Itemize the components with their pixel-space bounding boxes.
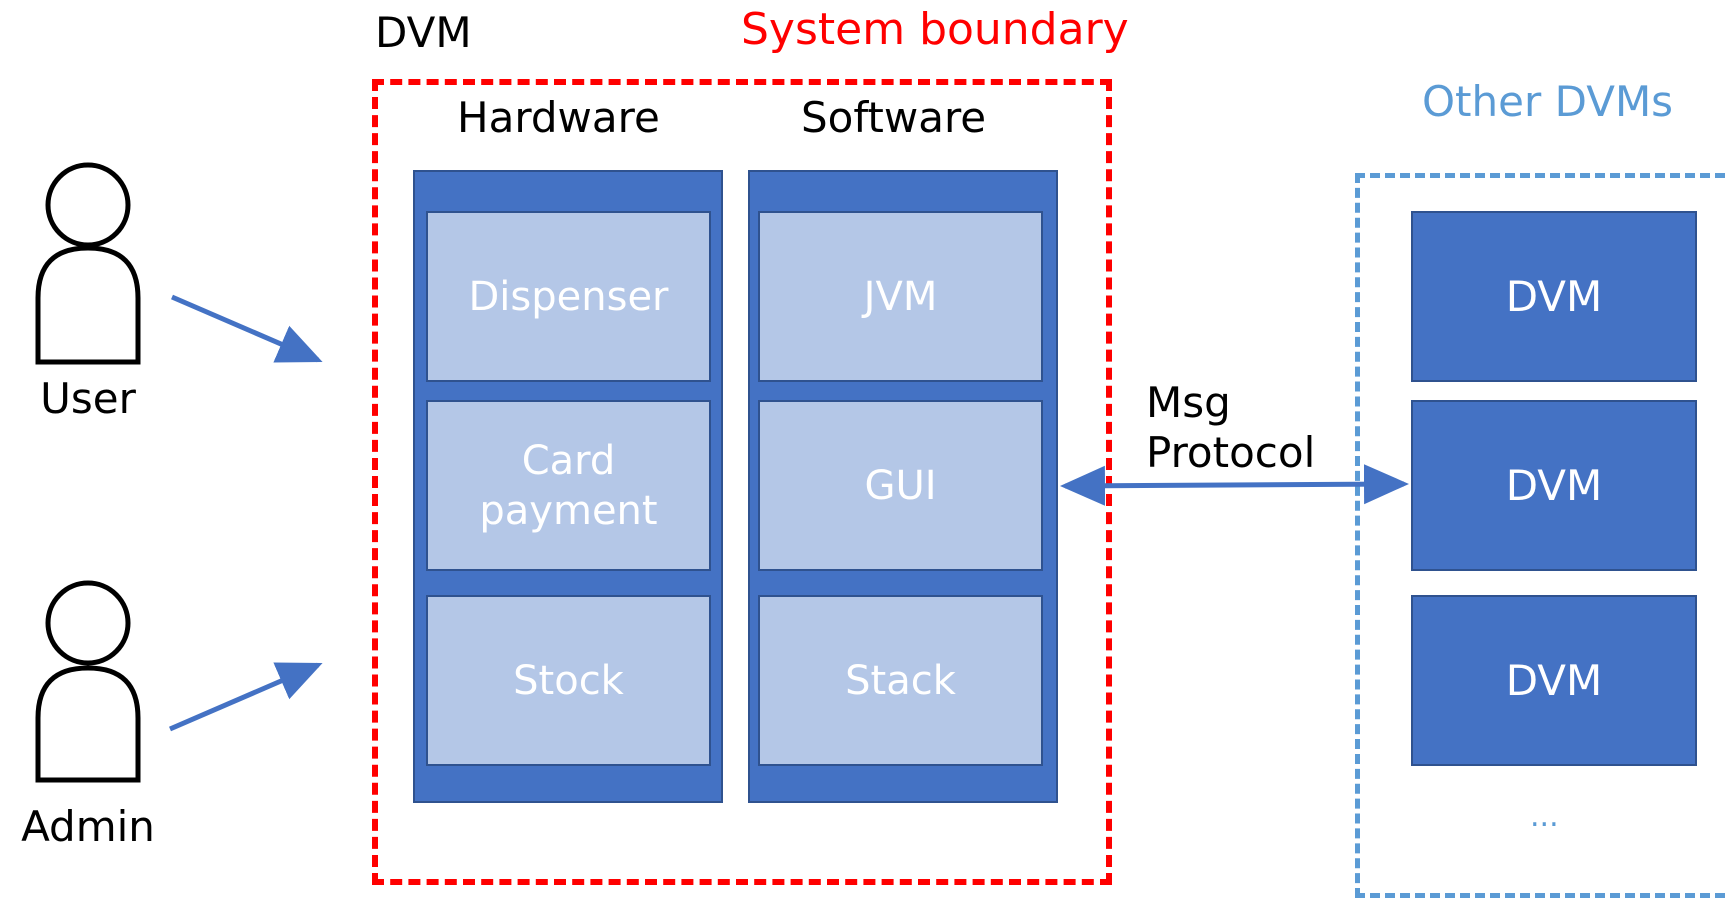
hardware-header: Hardware [457, 93, 660, 142]
software-header: Software [801, 93, 987, 142]
other-dvm-box: DVM [1411, 595, 1697, 766]
msg-protocol-arrow [1060, 464, 1409, 506]
jvm-component: JVM [758, 211, 1043, 382]
other-dvm-box: DVM [1411, 211, 1697, 382]
stack-component: Stack [758, 595, 1043, 766]
system-boundary-title: System boundary [741, 4, 1129, 55]
card-payment-component: Card payment [426, 400, 711, 571]
user-arrow [171, 294, 323, 363]
user-actor-icon [35, 162, 141, 365]
admin-actor-icon [35, 580, 141, 783]
gui-component: GUI [758, 400, 1043, 571]
stock-component: Stock [426, 595, 711, 766]
dvm-title: DVM [375, 8, 472, 57]
user-label: User [40, 374, 136, 423]
admin-label: Admin [21, 802, 155, 851]
admin-arrow [169, 662, 323, 732]
dispenser-component: Dispenser [426, 211, 711, 382]
other-dvm-box: DVM [1411, 400, 1697, 571]
more-dvms-ellipsis: ... [1530, 799, 1559, 834]
other-dvms-title: Other DVMs [1422, 77, 1674, 126]
